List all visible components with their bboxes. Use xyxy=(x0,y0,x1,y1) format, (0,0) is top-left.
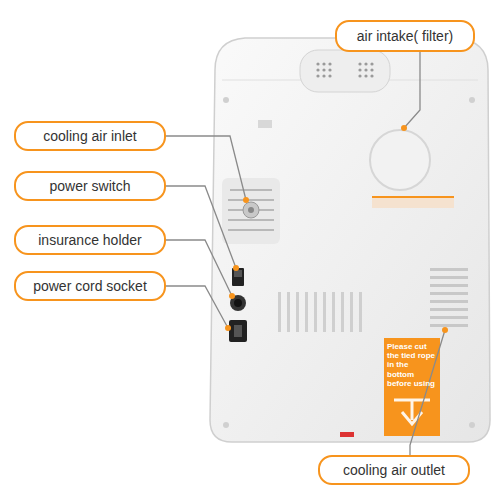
callout-box: insurance holder xyxy=(14,225,166,255)
callout-text: cooling air outlet xyxy=(343,462,445,478)
callout-box: cooling air inlet xyxy=(14,121,166,151)
callout-text: air intake( filter) xyxy=(357,28,453,44)
callout-text: insurance holder xyxy=(38,232,142,248)
warning-sticker-text: Please cut the tied rope in the bottom b… xyxy=(387,342,437,388)
callout-box: air intake( filter) xyxy=(335,20,475,52)
callout-box: power switch xyxy=(14,171,166,201)
callout-box: cooling air outlet xyxy=(318,455,470,485)
callout-box: power cord socket xyxy=(14,271,166,301)
callout-text: cooling air inlet xyxy=(43,128,136,144)
callout-text: power switch xyxy=(50,178,131,194)
callout-text: power cord socket xyxy=(33,278,147,294)
